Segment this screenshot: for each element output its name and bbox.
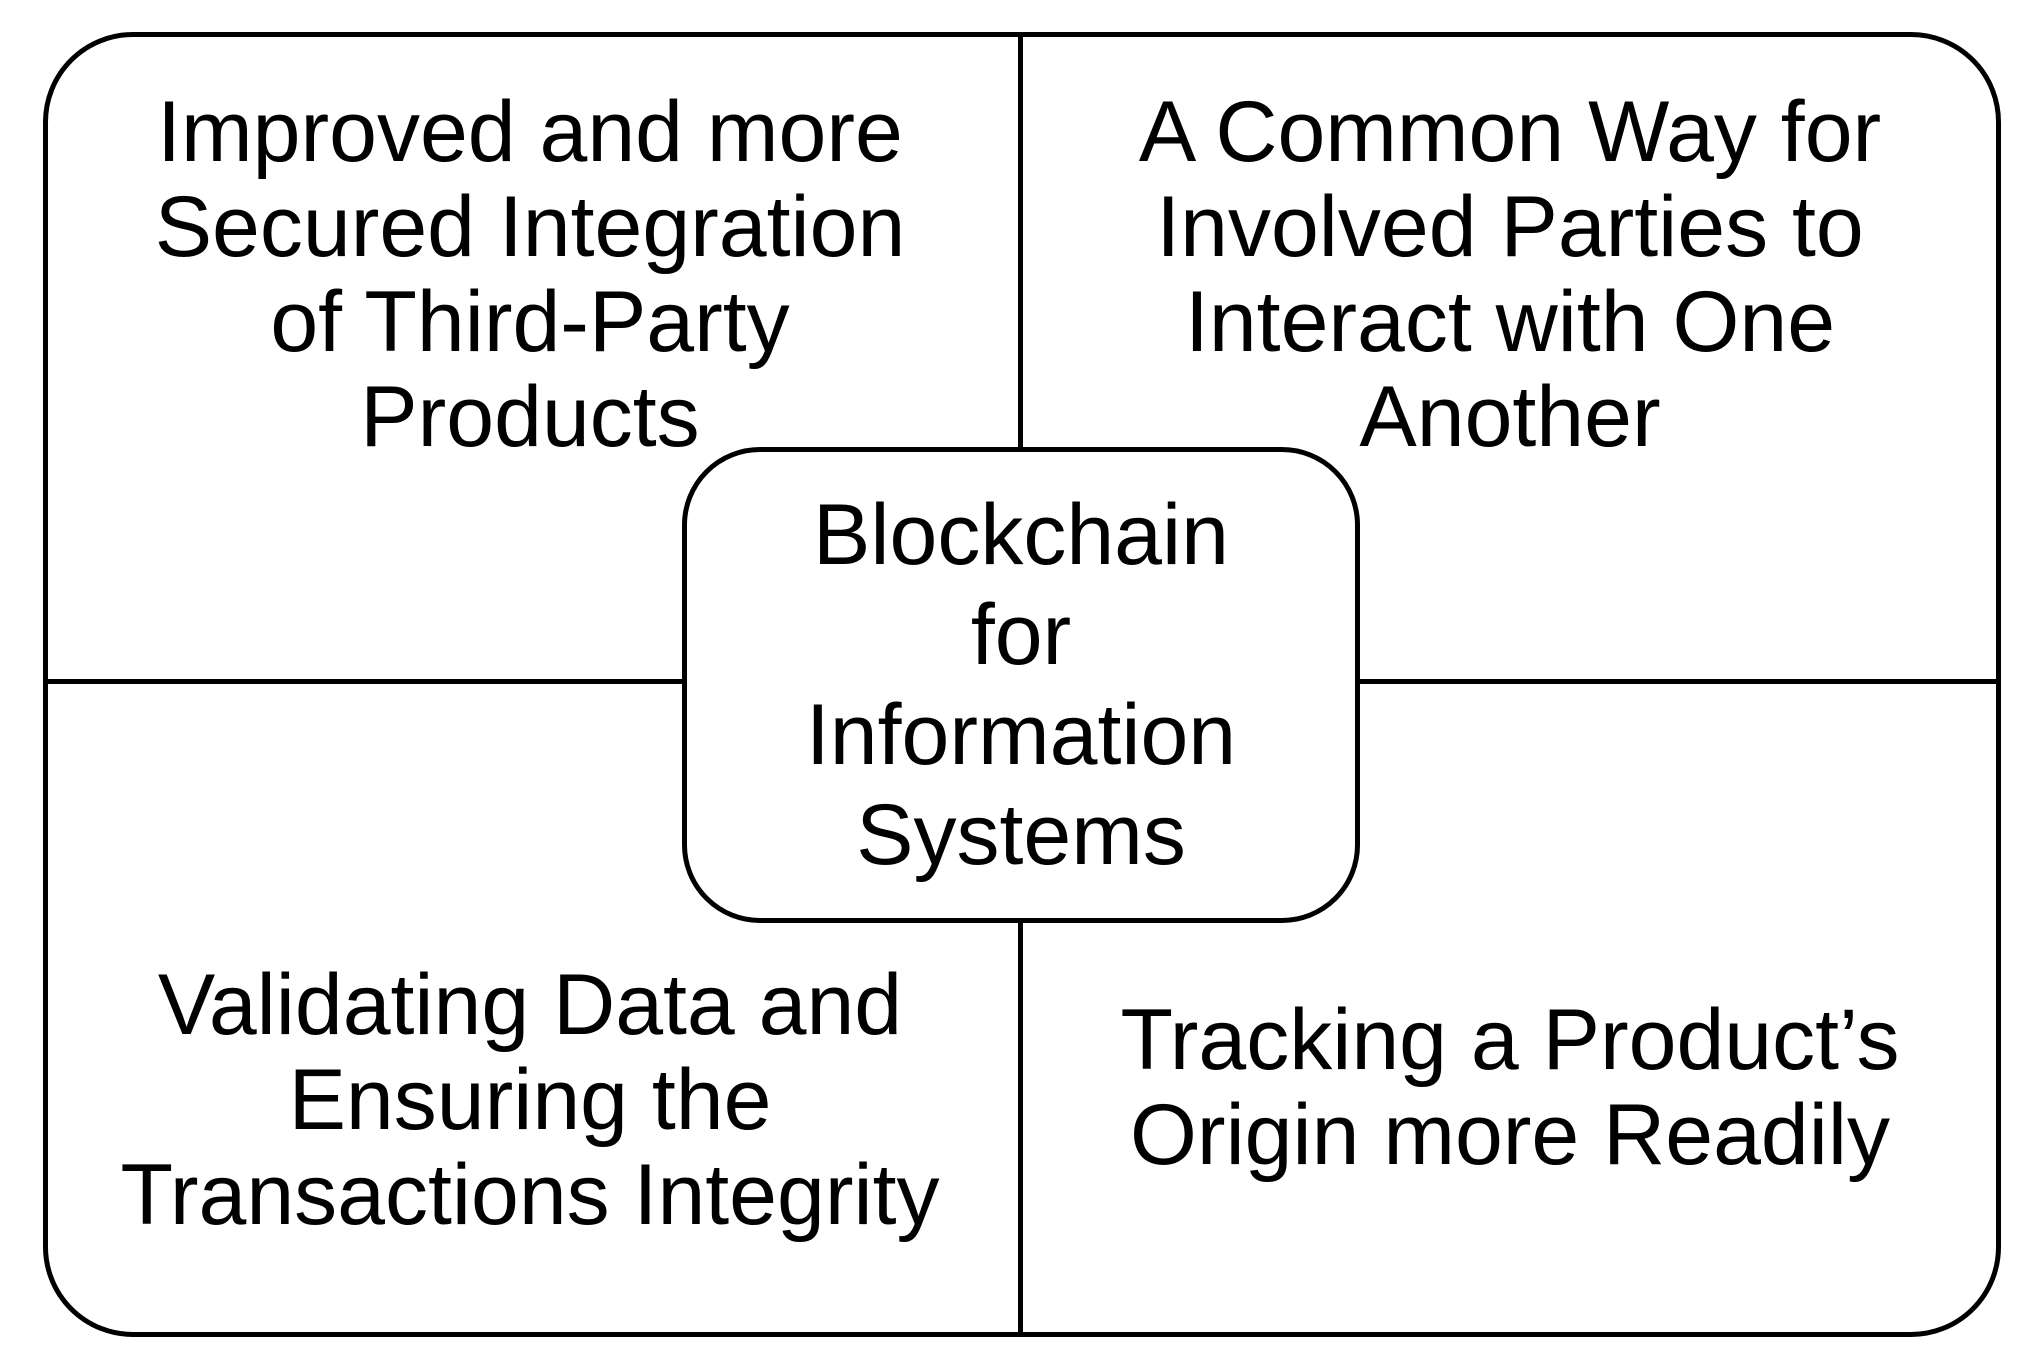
- center-node: Blockchain for Information Systems: [682, 447, 1360, 923]
- divider-horizontal-left: [43, 679, 685, 684]
- center-node-label: Blockchain for Information Systems: [805, 487, 1237, 883]
- quadrant-bottom-left-label: Validating Data and Ensuring the Transac…: [120, 957, 940, 1243]
- divider-vertical-top: [1018, 32, 1023, 452]
- divider-horizontal-right: [1357, 679, 2001, 684]
- quadrant-top-right-label: A Common Way for Involved Parties to Int…: [1138, 84, 1882, 465]
- quadrant-top-left-label: Improved and more Secured Integration of…: [154, 84, 906, 465]
- divider-vertical-bottom: [1018, 920, 1023, 1337]
- quadrant-bottom-right-label: Tracking a Product’s Origin more Readily: [1120, 992, 1900, 1183]
